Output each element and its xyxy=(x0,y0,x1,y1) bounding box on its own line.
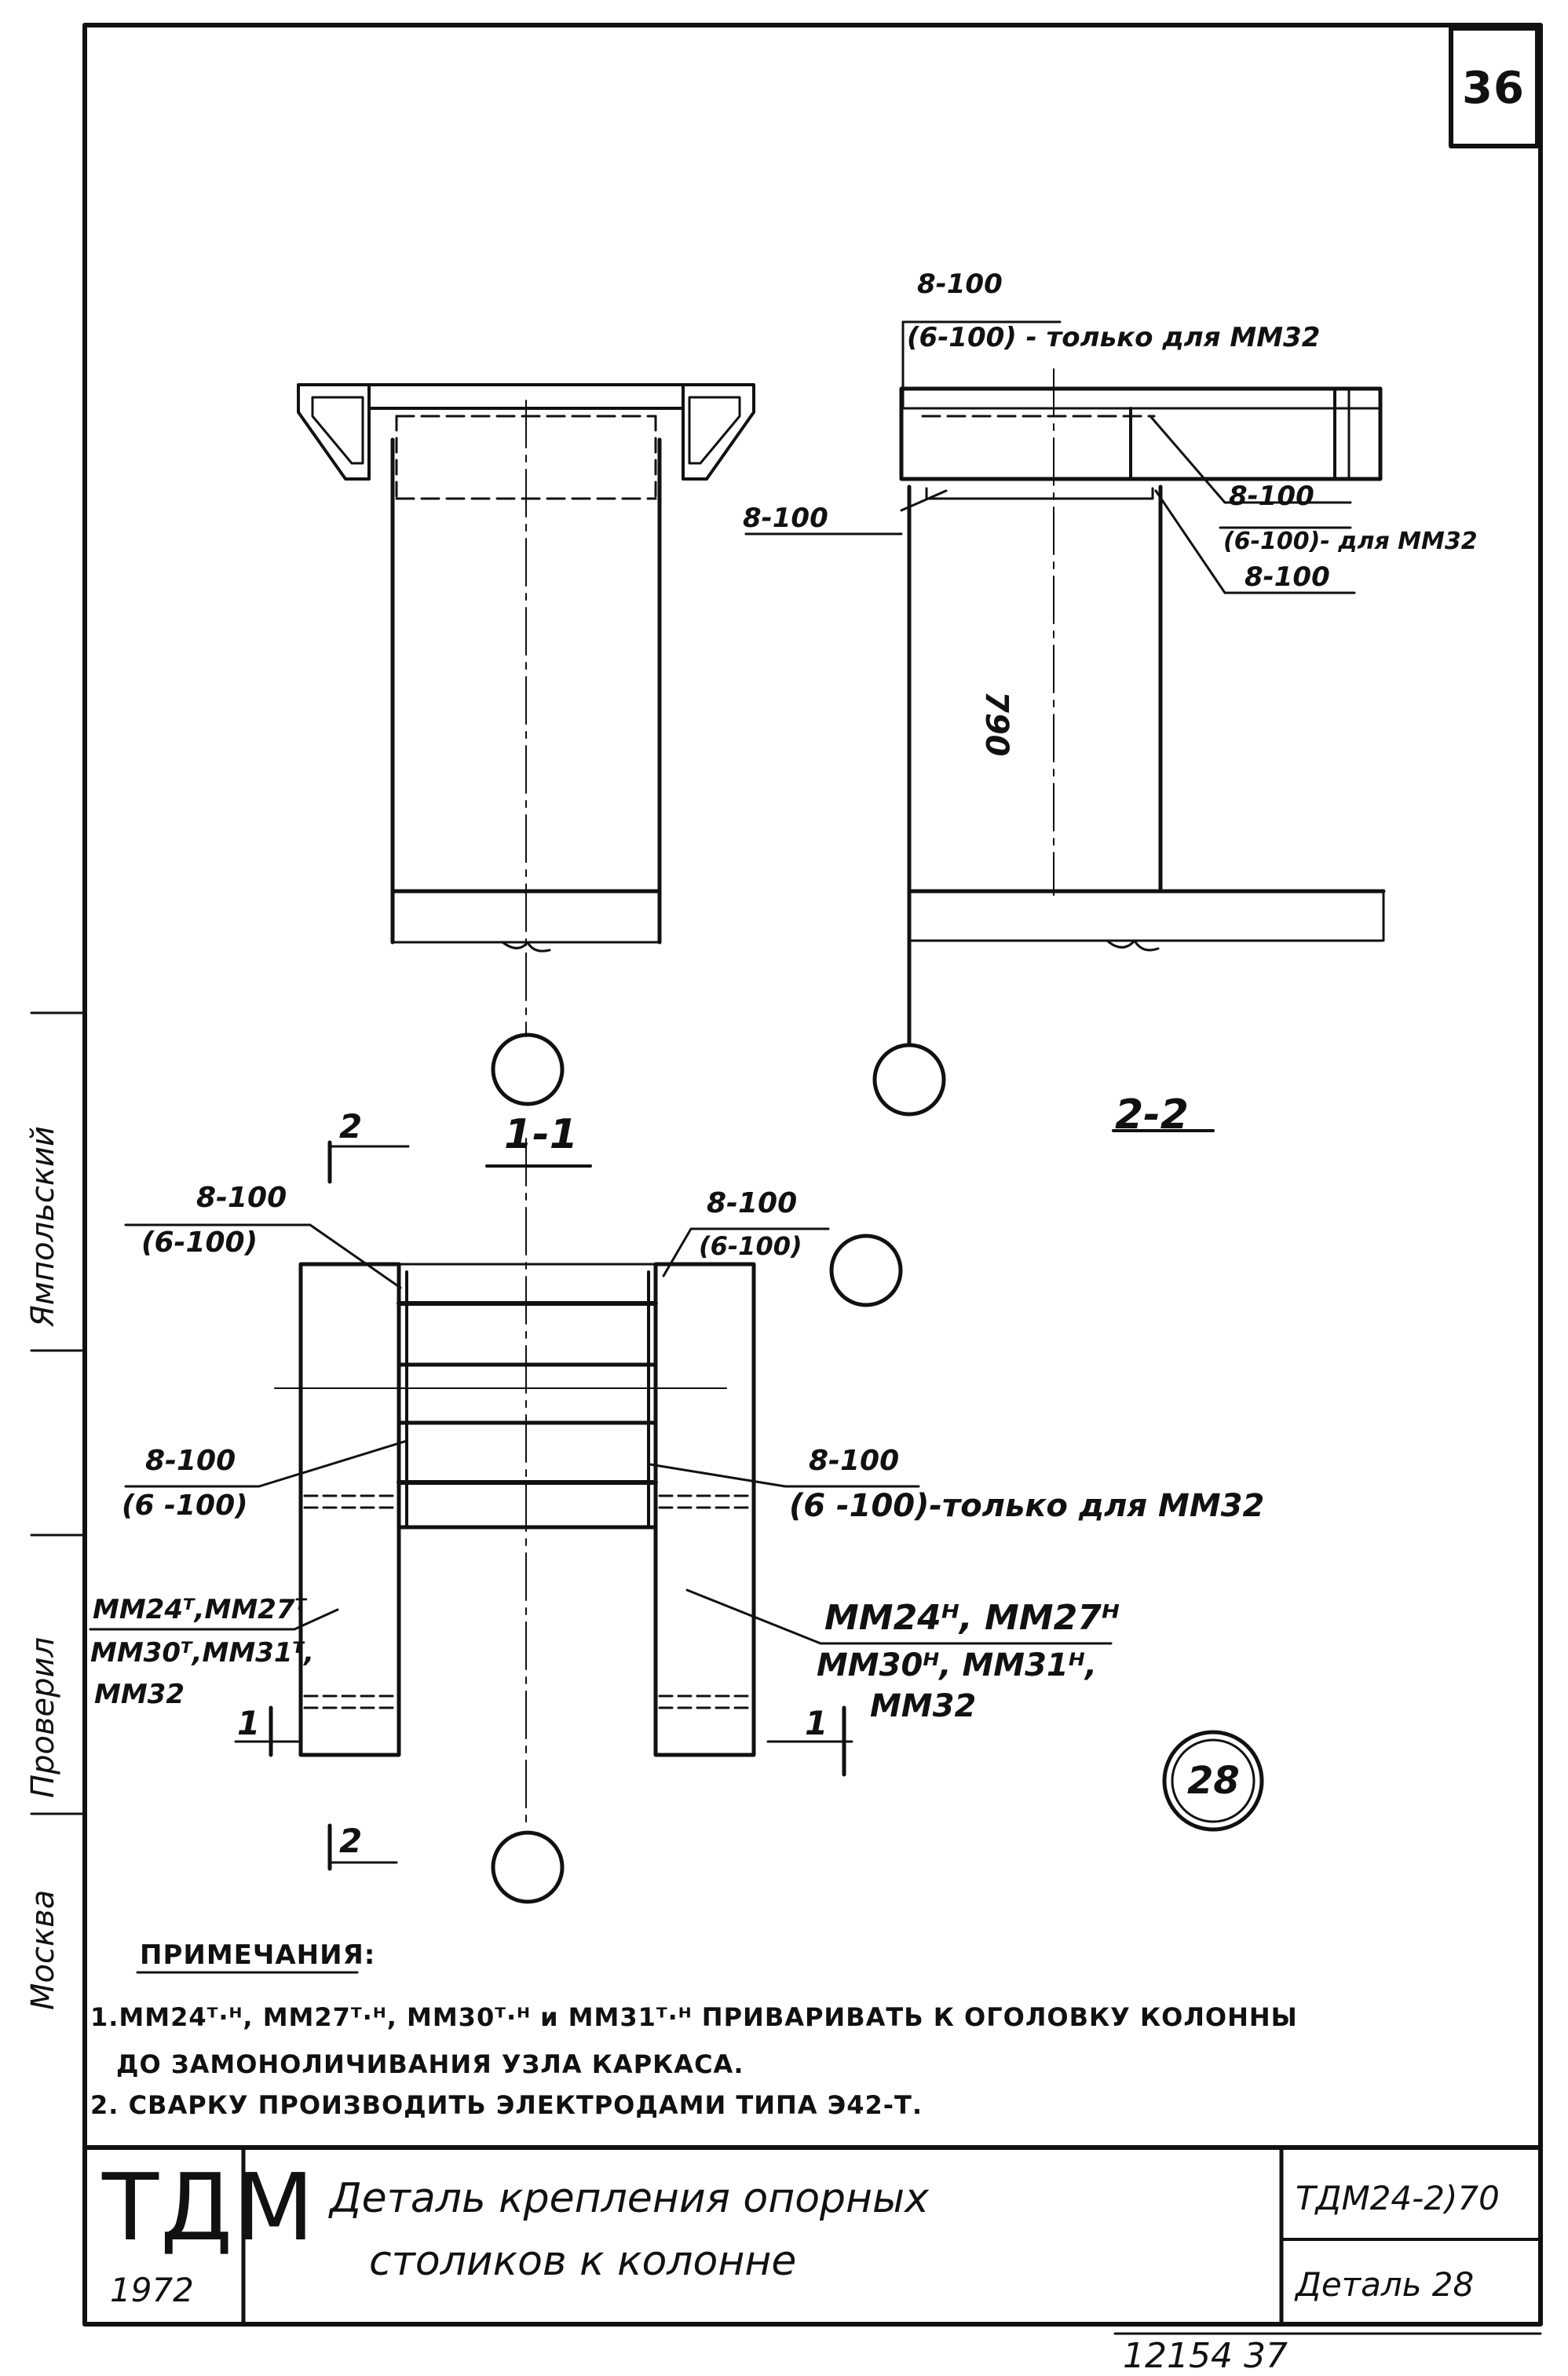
weld-plan-mr: 8-100 xyxy=(809,1445,900,1477)
sidebar-name: Ямпольский xyxy=(25,1126,61,1327)
title-line-2: столиков к колонне xyxy=(369,2238,797,2285)
section-2-2-drawing xyxy=(744,320,1386,1132)
logo-tdm: ТДМ xyxy=(102,2153,316,2261)
page-number-box xyxy=(1449,26,1540,148)
weld-plan-ml: 8-100 xyxy=(145,1445,236,1477)
section-1-1-drawing xyxy=(297,383,755,1106)
right-marks-line3: ММ32 xyxy=(870,1688,977,1724)
weld-label-left: 8-100 xyxy=(743,503,828,534)
weld-label-right1: 8-100 xyxy=(1229,481,1314,512)
cut-mark-2-bottom: 2 xyxy=(339,1822,363,1860)
left-marks-line1: ММ24ᵀ,ММ27ᵀ xyxy=(93,1594,307,1625)
weld-plan-tr-alt: (6-100) xyxy=(699,1231,802,1261)
section-2-2-title: 2-2 xyxy=(1115,1091,1189,1139)
detail-number-bubble: 28 xyxy=(1187,1759,1240,1803)
note-line-3: 2. СВАРКУ ПРОИЗВОДИТЬ ЭЛЕКТРОДАМИ ТИПА Э… xyxy=(90,2090,923,2120)
title-block-year: 1972 xyxy=(110,2271,194,2309)
weld-plan-tr: 8-100 xyxy=(707,1187,798,1219)
right-marks-line2: ММ30ᴴ, ММ31ᴴ, xyxy=(817,1647,1098,1683)
weld-label-top: 8-100 xyxy=(917,269,1003,300)
right-marks-line1: ММ24ᴴ, ММ27ᴴ xyxy=(824,1598,1120,1638)
sidebar-checked: Проверил xyxy=(25,1636,61,1798)
plan-view-drawing xyxy=(89,1138,1264,1904)
weld-plan-mr-alt: (6 -100)-только для ММ32 xyxy=(789,1488,1265,1524)
weld-plan-ml-alt: (6 -100) xyxy=(122,1490,248,1522)
sheet-frame xyxy=(82,23,1543,2327)
left-marks-line3: ММ32 xyxy=(94,1679,185,1710)
section-1-1-title: 1-1 xyxy=(504,1111,578,1158)
title-line-1: Деталь крепления опорных xyxy=(330,2175,929,2222)
dimension-790: 790 xyxy=(978,691,1014,757)
weld-label-right1-alt: (6-100)- для ММ32 xyxy=(1223,528,1478,555)
weld-label-right2: 8-100 xyxy=(1245,561,1330,593)
cut-mark-2-top: 2 xyxy=(339,1107,363,1146)
weld-plan-tl: 8-100 xyxy=(196,1182,287,1214)
sidebar-city: Москва xyxy=(25,1889,61,2010)
detail-label: Деталь 28 xyxy=(1296,2265,1475,2304)
notes-heading: ПРИМЕЧАНИЯ: xyxy=(140,1939,376,1971)
weld-label-top-alt: (6-100) - только для ММ32 xyxy=(907,322,1321,353)
footer-numbers: 12154 37 xyxy=(1123,2336,1288,2376)
drawing-code: ТДМ24-2)70 xyxy=(1296,2179,1500,2217)
sidebar-lines xyxy=(30,1011,86,1815)
cut-mark-1-left: 1 xyxy=(237,1704,261,1742)
note-line-2: ДО ЗАМОНОЛИЧИВАНИЯ УЗЛА КАРКАСА. xyxy=(116,2049,744,2079)
left-marks-line2: ММ30ᵀ,ММ31ᵀ, xyxy=(90,1637,315,1669)
weld-plan-tl-alt: (6-100) xyxy=(141,1226,258,1259)
cut-mark-1-right: 1 xyxy=(805,1704,828,1742)
page-number: 36 xyxy=(1462,63,1525,114)
title-block xyxy=(82,2145,1543,2327)
note-line-1: 1.ММ24ᵀ·ᴴ, ММ27ᵀ·ᴴ, ММ30ᵀ·ᴴ и ММ31ᵀ·ᴴ ПР… xyxy=(90,2002,1298,2032)
